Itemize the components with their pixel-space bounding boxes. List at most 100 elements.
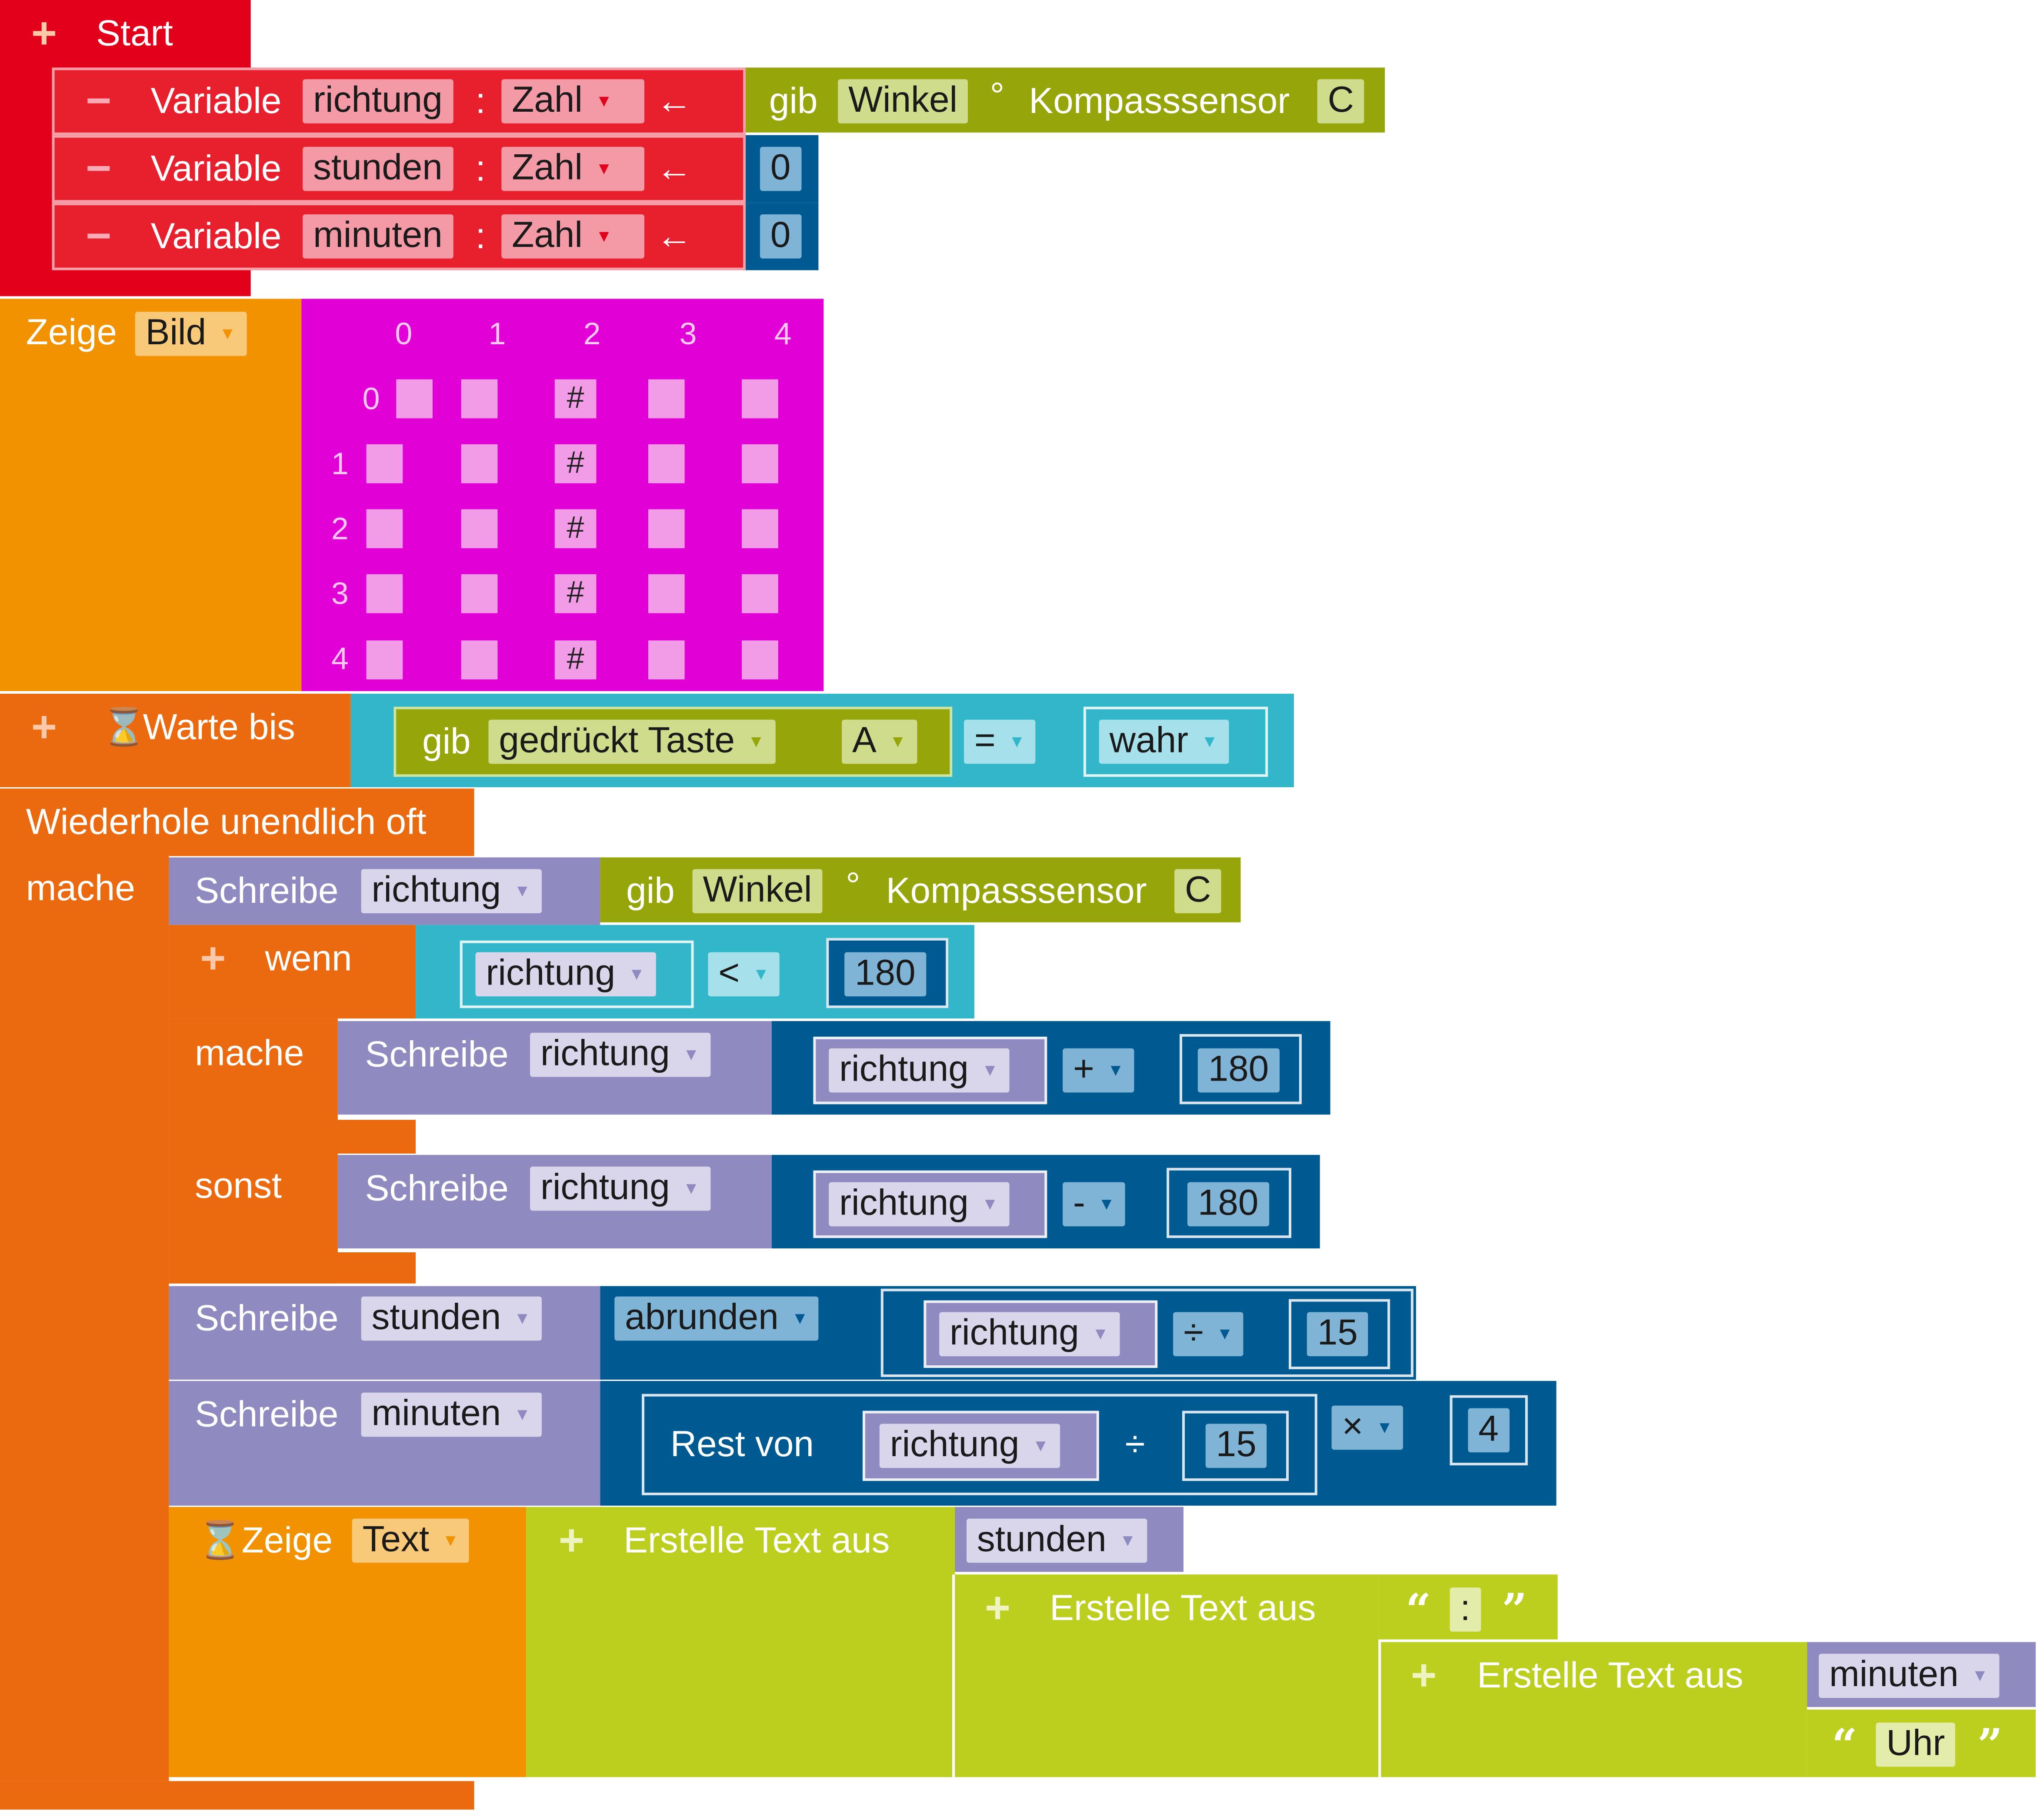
var-name-field[interactable]: richtung — [303, 79, 453, 123]
var-dropdown[interactable]: stunden▼ — [966, 1518, 1147, 1563]
sensor-prop-field[interactable]: Winkel — [692, 869, 823, 913]
led-cell[interactable] — [396, 379, 433, 419]
show-image-block[interactable] — [0, 299, 302, 691]
var-dropdown[interactable]: richtung▼ — [939, 1312, 1120, 1357]
write-var-dropdown[interactable]: richtung▼ — [530, 1032, 710, 1077]
var-dropdown[interactable]: richtung▼ — [879, 1424, 1060, 1468]
math-op-dropdown[interactable]: ×▼ — [1331, 1405, 1404, 1450]
led-cell[interactable] — [648, 640, 685, 680]
var-dropdown[interactable]: richtung▼ — [475, 952, 656, 997]
text-literal-field[interactable]: : — [1450, 1587, 1481, 1632]
write-var-dropdown[interactable]: richtung▼ — [361, 869, 541, 913]
var-dropdown[interactable]: richtung▼ — [829, 1048, 1009, 1093]
led-cell[interactable] — [366, 509, 403, 549]
concat-block-2[interactable] — [952, 1574, 1379, 1777]
var-type-dropdown[interactable]: Zahl▼ — [501, 214, 644, 259]
math-op-dropdown[interactable]: ÷▼ — [1173, 1312, 1244, 1357]
if-block-top[interactable] — [169, 925, 416, 1019]
math-op-dropdown[interactable]: -▼ — [1063, 1182, 1126, 1227]
bool-dropdown[interactable]: wahr▼ — [1099, 719, 1229, 764]
col-label: 2 — [583, 317, 601, 352]
round-fn-dropdown[interactable]: abrunden▼ — [614, 1296, 819, 1341]
bool-value: wahr — [1109, 719, 1189, 760]
button-id-dropdown[interactable]: A▼ — [842, 719, 917, 764]
show-kind-dropdown[interactable]: Text▼ — [352, 1518, 470, 1563]
sensor-port-field[interactable]: C — [1317, 79, 1364, 123]
else-label: sonst — [195, 1165, 282, 1206]
var-type-dropdown[interactable]: Zahl▼ — [501, 79, 644, 123]
led-cell[interactable]: # — [554, 444, 597, 483]
led-cell[interactable]: # — [554, 640, 597, 680]
led-cell[interactable] — [648, 379, 685, 419]
concat-block-1[interactable] — [526, 1507, 955, 1777]
led-cell[interactable] — [461, 379, 498, 419]
write-keyword: Schreibe — [365, 1168, 509, 1208]
led-cell[interactable] — [742, 640, 778, 680]
number-field[interactable]: 15 — [1307, 1312, 1368, 1357]
led-cell[interactable] — [461, 640, 498, 680]
led-cell[interactable]: # — [554, 574, 597, 613]
var-name-field[interactable]: minuten — [303, 214, 453, 259]
led-cell[interactable] — [742, 379, 778, 419]
remove-icon[interactable]: − — [86, 144, 112, 194]
number-field[interactable]: 180 — [844, 952, 926, 997]
number-field[interactable]: 180 — [1197, 1048, 1280, 1093]
start-label: Start — [96, 13, 173, 53]
sensor-port-field[interactable]: C — [1174, 869, 1222, 913]
if-plus-icon[interactable]: + — [200, 934, 226, 984]
sensor-gib: gib — [422, 721, 471, 762]
led-matrix-block[interactable] — [301, 299, 824, 691]
button-state-dropdown[interactable]: gedrückt Taste▼ — [488, 719, 775, 764]
write-var-value: richtung — [540, 1166, 670, 1207]
var-type-dropdown[interactable]: Zahl▼ — [501, 146, 644, 191]
number-field[interactable]: 4 — [1468, 1408, 1509, 1453]
led-cell[interactable] — [648, 509, 685, 549]
dropdown-arrow-icon: ▼ — [595, 226, 613, 246]
var-value: richtung — [486, 952, 616, 993]
remove-icon[interactable]: − — [86, 77, 112, 126]
show-kind-dropdown[interactable]: Bild▼ — [135, 312, 247, 356]
compare-op-dropdown[interactable]: =▼ — [964, 719, 1036, 764]
led-cell[interactable]: # — [554, 509, 597, 549]
number-field[interactable]: 180 — [1187, 1182, 1269, 1227]
var-name-field[interactable]: stunden — [303, 146, 453, 191]
hourglass-icon: ⌛ — [101, 706, 147, 747]
concat-block-3[interactable] — [1378, 1642, 1807, 1777]
led-cell[interactable] — [366, 574, 403, 613]
led-cell[interactable] — [461, 509, 498, 549]
dropdown-arrow-icon: ▼ — [514, 1404, 531, 1424]
led-cell[interactable] — [742, 574, 778, 613]
math-op-dropdown[interactable]: +▼ — [1063, 1048, 1135, 1093]
sensor-prop-field[interactable]: Winkel — [838, 79, 968, 123]
write-var-dropdown[interactable]: minuten▼ — [361, 1392, 541, 1437]
led-cell[interactable] — [648, 574, 685, 613]
led-cell[interactable] — [366, 640, 403, 680]
led-cell[interactable] — [742, 509, 778, 549]
write-var-dropdown[interactable]: richtung▼ — [530, 1166, 710, 1211]
dropdown-arrow-icon: ▼ — [1376, 1417, 1393, 1437]
concat-plus-icon[interactable]: + — [1410, 1651, 1437, 1701]
text-literal-field[interactable]: Uhr — [1876, 1722, 1956, 1767]
number-field[interactable]: 0 — [760, 214, 801, 259]
write-var-dropdown[interactable]: stunden▼ — [361, 1296, 541, 1341]
led-cell[interactable] — [366, 444, 403, 483]
number-field[interactable]: 0 — [760, 146, 801, 191]
led-cell[interactable]: # — [554, 379, 597, 419]
wait-until-block[interactable] — [0, 693, 351, 788]
led-cell[interactable] — [461, 444, 498, 483]
compare-op-dropdown[interactable]: <▼ — [708, 952, 780, 997]
start-plus-icon[interactable]: + — [31, 9, 57, 59]
led-cell[interactable] — [648, 444, 685, 483]
var-dropdown[interactable]: minuten▼ — [1819, 1654, 1999, 1698]
col-label: 1 — [488, 317, 506, 352]
var-value: minuten — [1829, 1654, 1959, 1694]
number-field[interactable]: 15 — [1205, 1424, 1267, 1468]
led-cell[interactable] — [742, 444, 778, 483]
wait-plus-icon[interactable]: + — [31, 702, 57, 752]
var-dropdown[interactable]: richtung▼ — [829, 1182, 1009, 1227]
led-cell[interactable] — [461, 574, 498, 613]
remove-icon[interactable]: − — [86, 212, 112, 261]
concat-plus-icon[interactable]: + — [558, 1516, 585, 1566]
forever-loop-top[interactable] — [0, 789, 474, 856]
concat-plus-icon[interactable]: + — [984, 1584, 1011, 1633]
